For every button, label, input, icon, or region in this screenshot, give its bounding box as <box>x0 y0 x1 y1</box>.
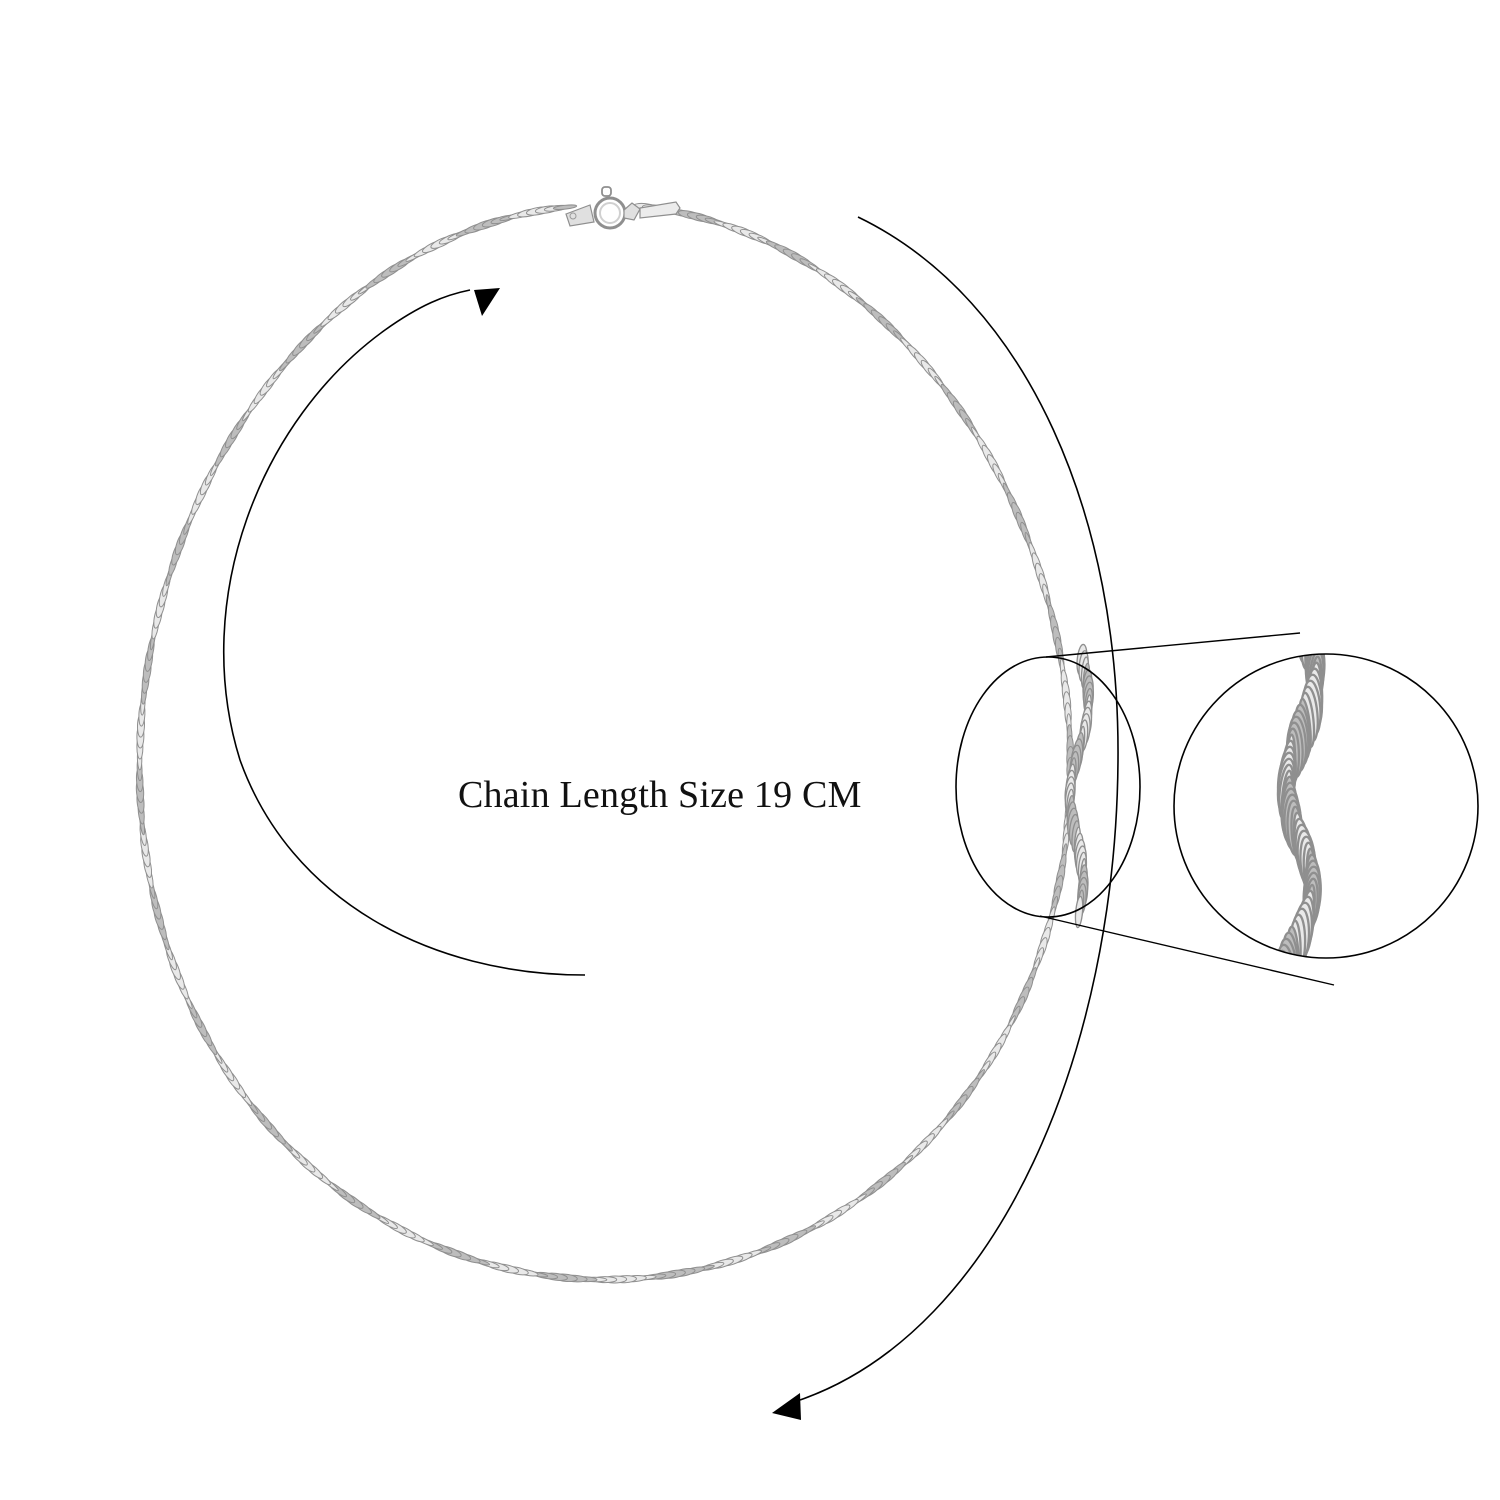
chain-link <box>1276 962 1290 1017</box>
chain-link <box>1275 949 1294 958</box>
chain-necklace <box>135 202 1095 1284</box>
chain-length-label: Chain Length Size 19 CM <box>458 774 862 816</box>
spring-ring-clasp-icon <box>565 186 681 230</box>
zoom-connector-bottom <box>1039 915 1335 986</box>
arrowhead-up-icon <box>474 288 500 316</box>
chain-link <box>552 204 578 210</box>
chain-link <box>1293 654 1314 659</box>
zoom-connector-top <box>1045 632 1301 658</box>
measure-arc-left <box>222 289 586 976</box>
chain-link <box>1276 943 1297 958</box>
zoom-source-circle <box>955 656 1141 918</box>
measure-arc-right <box>799 216 1119 1401</box>
zoom-detail-circle <box>1173 653 1479 959</box>
chain-link <box>1276 955 1291 958</box>
arrowhead-down-icon <box>772 1393 801 1420</box>
chain-link <box>1074 895 1084 929</box>
